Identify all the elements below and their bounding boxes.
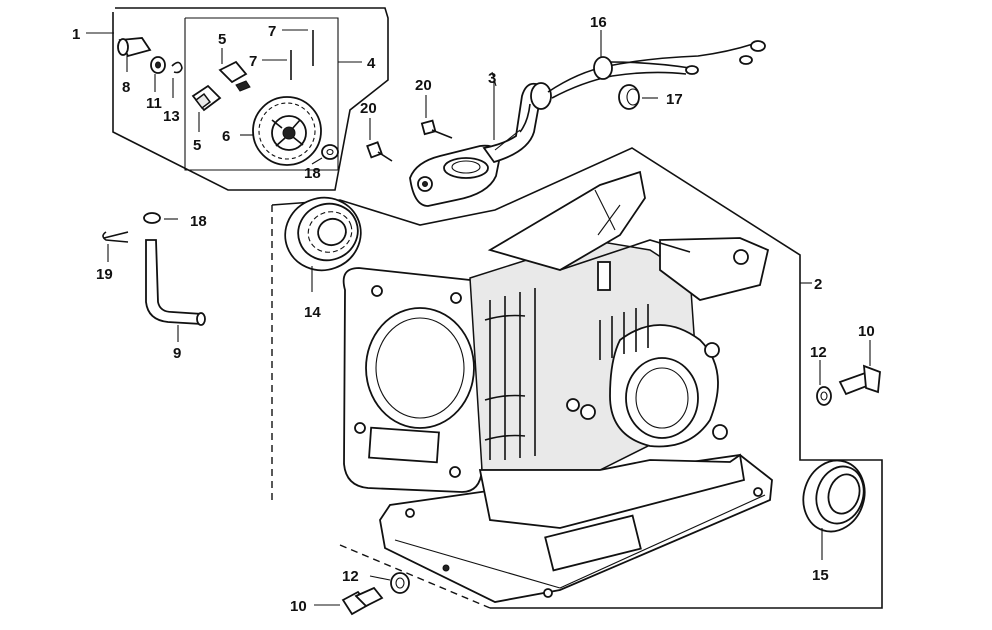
oil-seal-15 xyxy=(802,459,866,560)
crankcase-body xyxy=(342,170,773,603)
callout-1: 1 xyxy=(72,26,80,43)
callout-5-lower: 5 xyxy=(193,137,201,154)
callout-18-lower: 18 xyxy=(190,213,207,230)
callout-7-upper: 7 xyxy=(268,23,276,40)
callout-19: 19 xyxy=(96,266,113,283)
wire-harness xyxy=(547,30,766,99)
washer-18-upper xyxy=(311,144,339,165)
governor-slider xyxy=(117,37,152,72)
crankcase-group-outline xyxy=(271,147,883,609)
callout-5-upper: 5 xyxy=(218,31,226,48)
leader-lines xyxy=(86,32,812,284)
callout-4: 4 xyxy=(367,55,376,72)
callout-15: 15 xyxy=(812,567,829,584)
pin-7-lower xyxy=(262,50,292,80)
bolt-20-left xyxy=(420,95,453,139)
callout-6: 6 xyxy=(222,128,230,145)
callout-7-lower: 7 xyxy=(249,53,257,70)
callout-20-left: 20 xyxy=(415,77,432,94)
pin-7-upper xyxy=(282,29,314,66)
bolt-20-right xyxy=(366,118,393,162)
oil-alert-switch xyxy=(409,80,552,207)
clip-19 xyxy=(102,231,129,262)
callout-3: 3 xyxy=(488,70,496,87)
bolt-10-bottom xyxy=(314,586,384,616)
grommet-17 xyxy=(618,84,658,110)
governor-gear xyxy=(240,96,322,166)
callout-12-right: 12 xyxy=(810,344,827,361)
callout-13: 13 xyxy=(163,108,180,125)
washer-18-lower xyxy=(143,212,178,224)
callout-labels: 1 2 3 4 5 5 6 7 7 8 9 10 10 11 12 12 13 … xyxy=(72,14,875,615)
callout-10-bottom: 10 xyxy=(290,598,307,615)
callout-10-right: 10 xyxy=(858,323,875,340)
callout-9: 9 xyxy=(173,345,181,362)
bolt-10-right xyxy=(838,340,881,396)
callout-16: 16 xyxy=(590,14,607,31)
breather-tube-9 xyxy=(145,239,206,342)
governor-group-outline xyxy=(112,7,389,191)
washer-12-right xyxy=(816,360,832,406)
callout-18-upper: 18 xyxy=(304,165,321,182)
governor-weight-lower xyxy=(191,84,222,132)
washer-12-bottom xyxy=(369,572,410,594)
callout-17: 17 xyxy=(666,91,683,108)
ball-bearing-14 xyxy=(284,196,362,292)
washer-11 xyxy=(150,56,166,92)
callout-20-right: 20 xyxy=(360,100,377,117)
callout-8: 8 xyxy=(122,79,130,96)
callout-12-bottom: 12 xyxy=(342,568,359,585)
governor-weight-upper xyxy=(218,48,251,92)
callout-11: 11 xyxy=(146,95,162,112)
callout-14: 14 xyxy=(304,304,321,321)
callout-2: 2 xyxy=(814,276,822,293)
clip-13 xyxy=(171,61,183,98)
